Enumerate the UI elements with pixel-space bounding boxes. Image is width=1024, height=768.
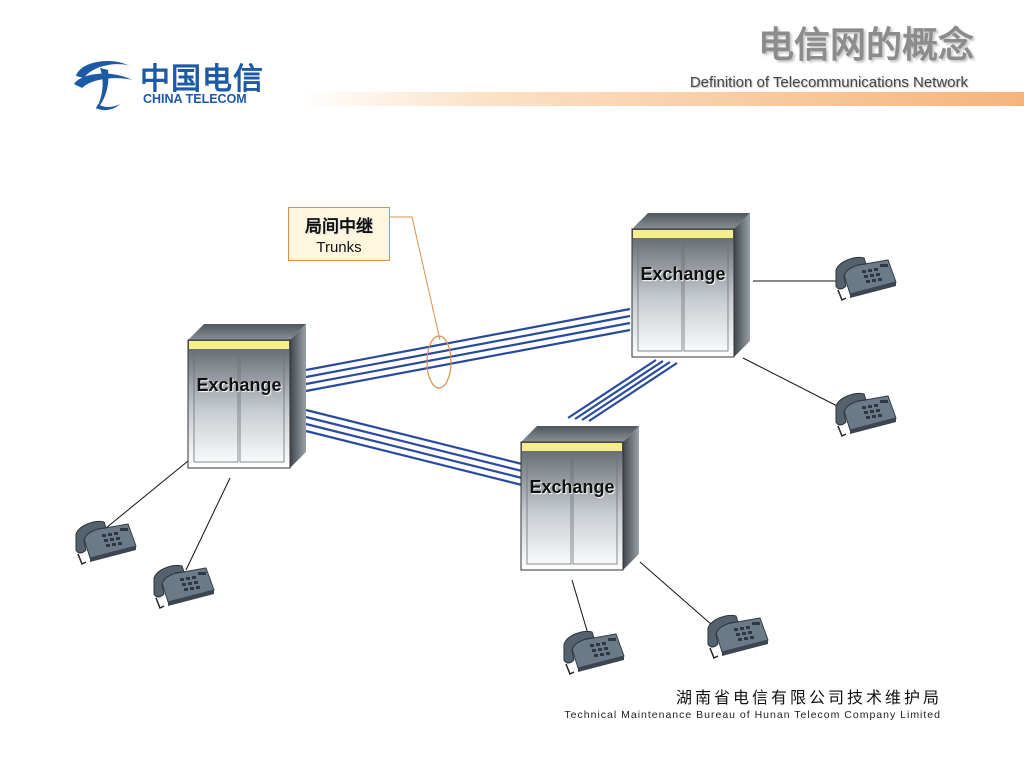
telephone-icon xyxy=(835,392,897,437)
logo-name-en: CHINA TELECOM xyxy=(143,92,247,106)
logo-name-cn: 中国电信 xyxy=(140,62,264,97)
china-telecom-logo: 中国电信 CHINA TELECOM xyxy=(70,54,280,114)
china-telecom-emblem-icon xyxy=(74,61,132,111)
exchange-label-bottom: Exchange xyxy=(529,477,615,497)
telephone-icon xyxy=(563,630,625,675)
trunk-highlight-ellipse xyxy=(426,335,452,389)
exchange-left-cabinet xyxy=(187,324,306,469)
exchange-topright-cabinet xyxy=(631,213,750,358)
exchange-label-left: Exchange xyxy=(196,375,282,395)
header-accent-bar xyxy=(300,92,1024,106)
telephone-icon xyxy=(153,564,215,609)
exchange-bottom-cabinet xyxy=(520,426,639,571)
footer-org-en: Technical Maintenance Bureau of Hunan Te… xyxy=(564,709,941,721)
trunk-lines-topright-bottom xyxy=(567,359,678,422)
trunk-lines-left-bottom xyxy=(305,408,523,487)
subscriber-lines xyxy=(105,280,846,635)
page-title: 电信网的概念 xyxy=(757,25,974,66)
telephone-icon xyxy=(75,520,137,565)
trunk-lines-left-topright xyxy=(305,307,631,393)
telephone-icon xyxy=(707,614,769,659)
trunk-label-en: Trunks xyxy=(316,239,362,256)
trunk-label-cn: 局间中继 xyxy=(305,217,373,237)
trunk-callout-box: 局间中继 Trunks xyxy=(288,207,390,261)
trunk-callout-leader xyxy=(390,216,441,341)
exchange-label-topright: Exchange xyxy=(640,264,726,284)
telephone-icon xyxy=(835,256,897,301)
footer-org-cn: 湖南省电信有限公司技术维护局 xyxy=(675,688,942,707)
page-subtitle: Definition of Telecommunications Network xyxy=(689,74,968,91)
